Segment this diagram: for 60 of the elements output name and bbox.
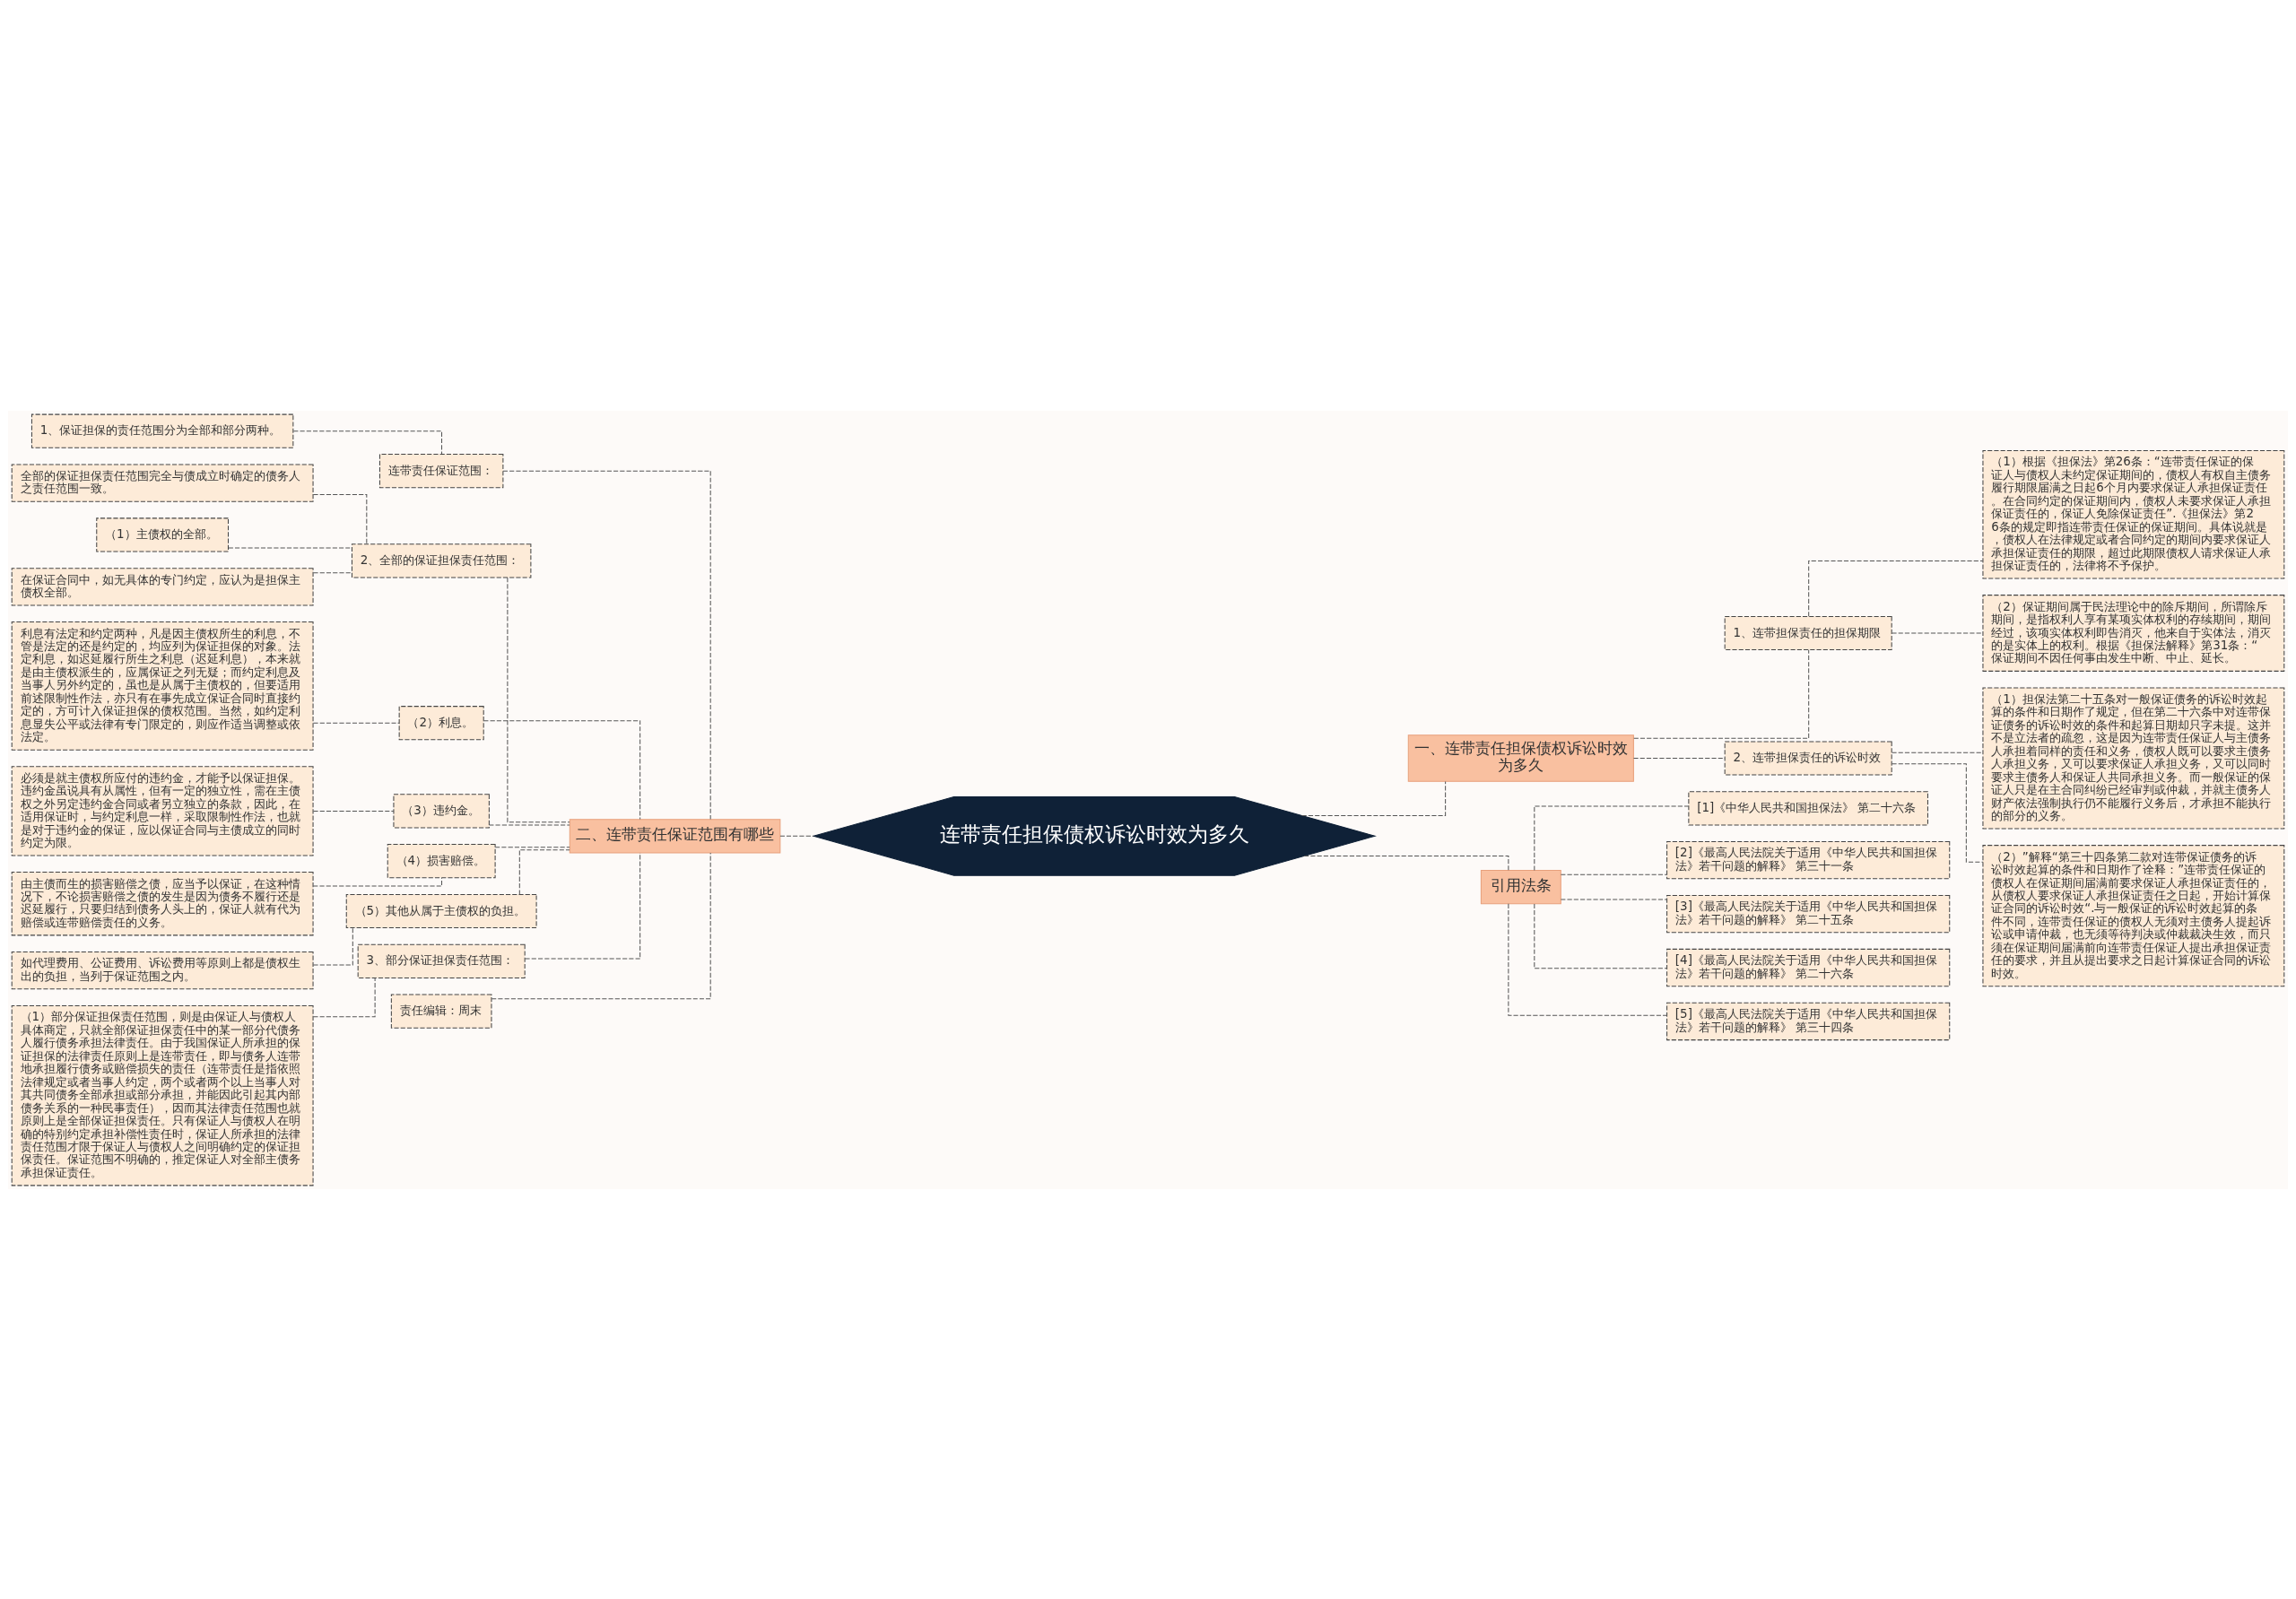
connector — [1508, 902, 1667, 1016]
node-box: （1）担保法第二十五条对一般保证债务的诉讼时效起算的条件和日期作了规定，但在第二十六条中对连带保证债务的诉讼时效的条件和起算日期却只字未提。这并不是立法者的疏忽，这是因为连带责任保证人与主债务人承担着同样的责任和义务，债权人既可以要求主债务人承担义务，又可以要求保证人承担义务，又可以同时要求主债务人和保证人共同承担义务。而一般保证的保证人只是在主合同纠纷已经审判或仲裁，并就主债务人财产依法强制执行仍不能履行义务后，才承担不能执行的部分的义务。 — [1982, 686, 2285, 830]
node-box: （1）部分保证担保责任范围，则是由保证人与债权人具体商定，只就全部保证担保责任中的某一部分代债务人履行债务承担法律责任。由于我国保证人所承担的保证担保的法律责任原则上是连带责任，即与债务人连带地承担履行债务或赔偿损失的责任（连带责任是指依照法律规定或者当事人约定，两个或者两个以上当事人对其共同债务全部承担或部分承担，并能因此引起其内部债务关系的一种民事责任），因而其法律责任范围也就原则上是全部保证担保责任。只有保证人与债权人在明确的特别约定承担补偿性责任时，保证人所承担的法律责任范围才限于保证人与债权人之间明确约定的保证担保责任。保证范围不明确的，推定保证人对全部主债务承担保证责任。 — [11, 1004, 314, 1186]
connector — [228, 546, 352, 548]
node-box: [1]《中华人民共和国担保法》 第二十六条 — [1688, 790, 1928, 825]
connector — [312, 722, 400, 724]
connector — [312, 571, 352, 573]
node-box: 必须是就主债权所应付的违约金，才能予以保证担保。违约金虽说具有从属性，但有一定的独立性，需在主债权之外另定违约金合同或者另立独立的条款，因此，在适用保证时，与约定利息一样，采取限制性作法，也就是对于违约金的保证，应以保证合同与主债成立的同时约定为限。 — [11, 765, 314, 856]
connector — [491, 852, 711, 999]
node-box: 责任编辑：周末 — [390, 994, 492, 1029]
node-box: 一、连带责任担保债权诉讼时效为多久 — [1407, 734, 1634, 782]
node-box: [2]《最高人民法院关于适用《中华人民共和国担保法》若干问题的解释》 第三十一条 — [1666, 840, 1951, 879]
node-box: 2、全部的保证担保责任范围： — [351, 543, 532, 578]
node-box: （5）其他从属于主债权的负担。 — [345, 893, 537, 928]
connector — [1633, 648, 1810, 739]
connector — [312, 876, 443, 887]
connector — [518, 848, 570, 895]
connector — [483, 719, 641, 820]
connector — [524, 852, 641, 960]
node-box: [3]《最高人民法院关于适用《中华人民共和国担保法》若干问题的解释》 第二十五条 — [1666, 894, 1951, 933]
connector — [502, 470, 711, 820]
connector — [312, 493, 368, 544]
connector — [1303, 855, 1509, 871]
node-box: 如代理费用、公证费用、诉讼费用等原则上都是债权生出的负担，当列于保证范围之内。 — [11, 951, 314, 989]
node-box: （2）”解释“第三十四条第二款对连带保证债务的诉讼时效起算的条件和日期作了诠释：”连带责任保证的债权人在保证期间届满前要求保证人承担保证责任的，从债权人要求保证人承担保证责任之日起，开始计算保证合同的诉讼时效“.与一般保证的诉讼时效起算的条件不同，连带责任保证的债权人无须对主债务人提起诉讼或申请仲裁，也无须等待判决或仲裁裁决生效，而只须在保证期间届满前向连带责任保证人提出承担保证责任的要求，并且从提出要求之日起计算保证合同的诉讼时效。 — [1982, 844, 2285, 986]
connector — [312, 926, 353, 965]
connector — [1560, 899, 1667, 900]
node-box: 3、部分保证担保责任范围： — [357, 943, 526, 978]
connector — [1892, 632, 1984, 633]
node-box: 利息有法定和约定两种，凡是因主债权所生的利息，不管是法定的还是约定的，均应列为保证担保的对象。法定利息，如迟延履行所生之利息（迟延利息），本来就是由主债权派生的，应属保证之列无疑；而约定利息及当事人另外约定的，虽也是从属于主债权的，但要适用前述限制性作法，亦只有在事先成立保证合同时直接约定的，方可计入保证担保的债权范围。当然，如约定利息显失公平或法律有专门限定的，则应作适当调整或依法定。 — [11, 621, 314, 751]
node-box: （1）根据《担保法》第26条：“连带责任保证的保证人与债权人未约定保证期间的，债权人有权自主债务履行期限届满之日起6个月内要求保证人承担保证责任。在合同约定的保证期间内，债权人未要求保证人承担保证责任的，保证人免除保证责任”.《担保法》第26条的规定即指连带责任保证的保证期间。具体说就是，债权人在法律规定或者合同约定的期间内要求保证人承担保证责任的期限，超过此期限债权人请求保证人承担保证责任的，法律将不予保护。 — [1982, 449, 2285, 579]
node-box: （2）利息。 — [398, 705, 484, 740]
node-box: 在保证合同中，如无具体的专门约定，应认为是担保主债权全部。 — [11, 567, 314, 605]
node-box: 全部的保证担保责任范围完全与债成立时确定的债务人之责任范围一致。 — [11, 463, 314, 502]
node-box: [5]《最高人民法院关于适用《中华人民共和国担保法》若干问题的解释》 第三十四条 — [1666, 1002, 1951, 1040]
node-box: 2、连带担保责任的诉讼时效 — [1724, 740, 1892, 776]
connector — [1560, 873, 1667, 875]
node-box: [4]《最高人民法院关于适用《中华人民共和国担保法》若干问题的解释》 第二十六条 — [1666, 948, 1951, 986]
connector — [1301, 780, 1447, 816]
node-box: 引用法条 — [1480, 869, 1561, 904]
node-box: 1、连带担保责任的担保期限 — [1724, 615, 1892, 650]
connector — [1534, 902, 1668, 969]
connector — [312, 810, 395, 812]
connector — [507, 577, 570, 822]
connector — [1808, 560, 1984, 617]
connector — [1892, 752, 1984, 753]
connector — [779, 835, 814, 837]
node-box: （4）损害赔偿。 — [387, 843, 496, 878]
node-box: 由主债而生的损害赔偿之债，应当予以保证，在这种情况下，不论损害赔偿之债的发生是因为债务不履行还是迟延履行，只要归结到债务人头上的，保证人就有代为赔偿或连带赔偿责任的义务。 — [11, 871, 314, 935]
node-box: 1、保证担保的责任范围分为全部和部分两种。 — [30, 413, 294, 448]
connector — [494, 846, 570, 847]
connector — [1534, 804, 1690, 871]
connector — [312, 977, 376, 1017]
node-box: （1）主债权的全部。 — [96, 517, 229, 552]
node-box: 二、连带责任保证范围有哪些 — [569, 818, 781, 853]
connector — [488, 823, 570, 825]
node-box: （3）违约金。 — [393, 793, 490, 828]
connector — [1633, 757, 1726, 759]
node-box: （2）保证期间属于民法理论中的除斥期间，所谓除斥期间，是指权利人享有某项实体权利的存续期间，期间经过，该项实体权利即告消灭，他来自于实体法，消灭的是实体上的权利。根据《担保法解释》第31条：“保证期间不因任何事由发生中断、中止、延长。 — [1982, 594, 2285, 672]
node-box: 连带责任保证范围： — [378, 453, 504, 488]
